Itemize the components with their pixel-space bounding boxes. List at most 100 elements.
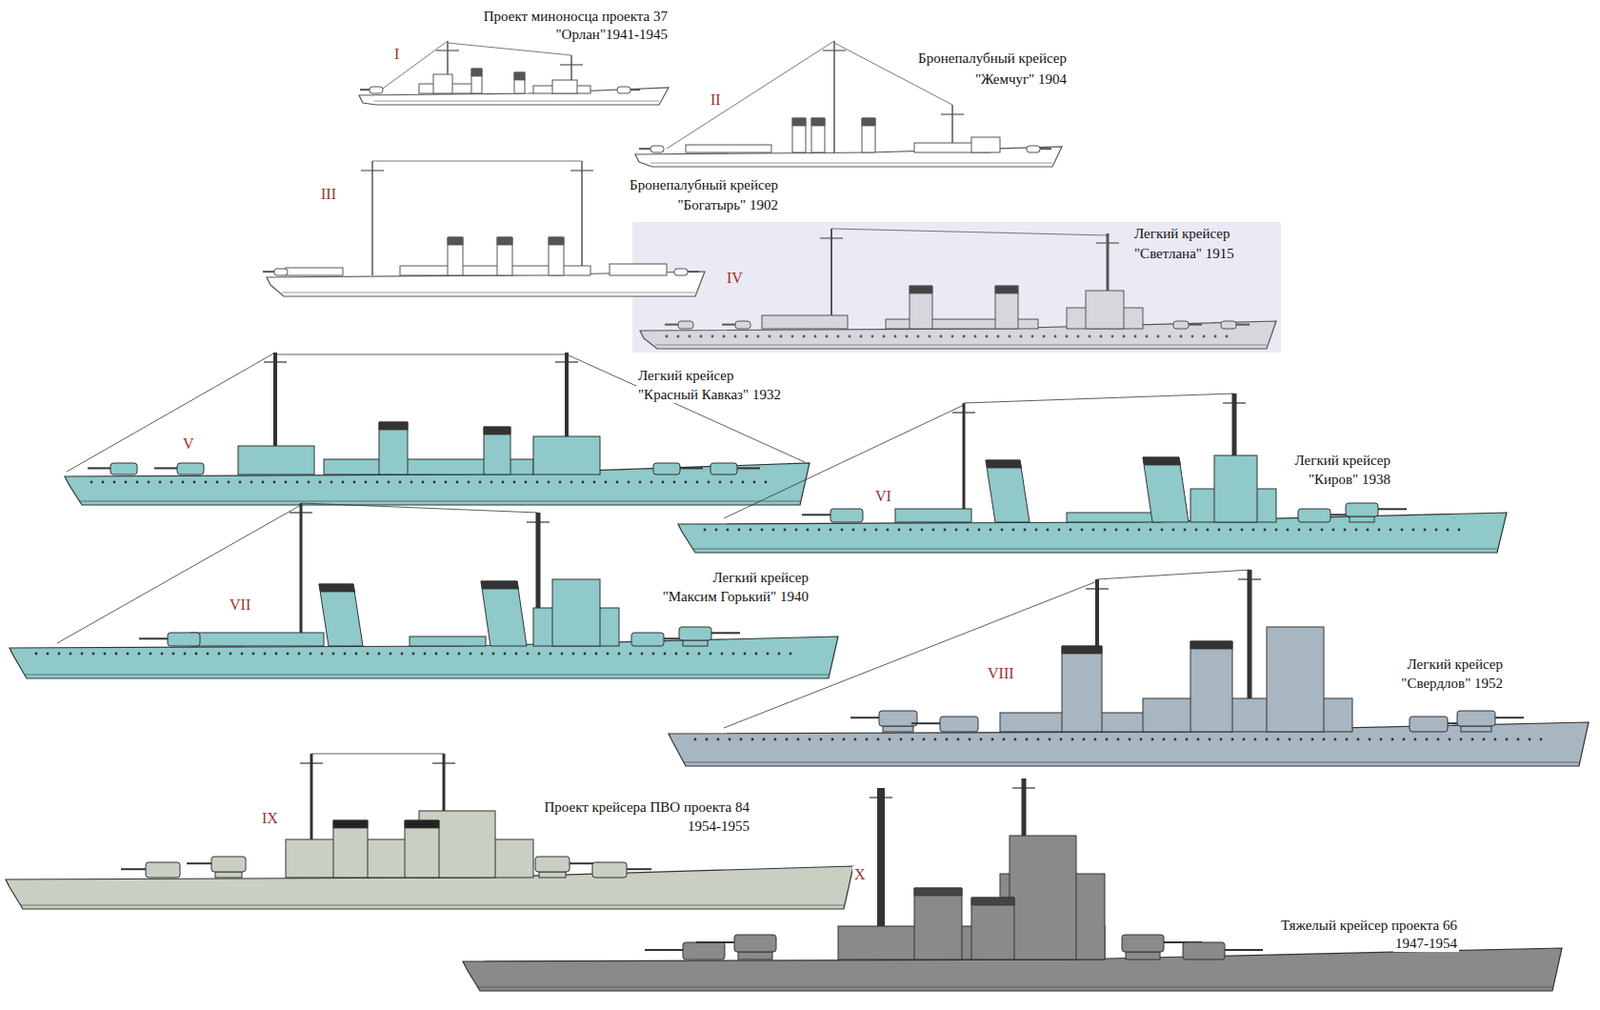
superstructure — [971, 137, 1000, 153]
porthole — [715, 528, 719, 532]
funnel-cap — [909, 285, 933, 294]
porthole — [755, 652, 759, 656]
porthole — [863, 528, 867, 532]
funnel-cap — [447, 237, 463, 245]
funnel — [792, 118, 806, 153]
porthole — [595, 652, 599, 656]
superstructure — [409, 636, 486, 646]
porthole — [1368, 738, 1372, 741]
porthole — [774, 738, 778, 741]
porthole — [101, 480, 105, 484]
superstructure — [1266, 626, 1324, 732]
gun-barrel — [1224, 948, 1263, 951]
mast — [371, 160, 374, 276]
porthole — [353, 480, 357, 484]
gun-turret — [653, 462, 680, 475]
gun-barrel — [186, 861, 212, 864]
superstructure — [433, 74, 453, 94]
porthole — [1046, 528, 1050, 532]
porthole — [814, 335, 818, 339]
porthole — [934, 738, 938, 741]
porthole — [1080, 528, 1084, 532]
porthole — [366, 652, 370, 656]
porthole — [1037, 738, 1040, 741]
gun-turret — [1026, 145, 1040, 153]
rigging-stay — [1097, 569, 1250, 580]
porthole — [820, 738, 823, 741]
gun-turret — [710, 462, 738, 475]
gun-turret — [1457, 710, 1496, 726]
ship-caption: "Красный Кавказ" 1932 — [636, 385, 783, 403]
porthole — [1149, 528, 1153, 532]
porthole — [250, 480, 254, 484]
waterline — [478, 986, 1553, 988]
porthole — [1391, 738, 1395, 741]
ship-caption: Бронепалубный крейсер — [627, 176, 780, 194]
porthole — [802, 335, 806, 339]
porthole — [1231, 738, 1235, 741]
porthole — [421, 480, 425, 484]
porthole — [989, 528, 993, 532]
mast-yard — [822, 49, 846, 51]
porthole — [583, 652, 587, 656]
gun-barrel — [626, 867, 652, 870]
superstructure — [1009, 835, 1077, 960]
funnel-cap — [1061, 645, 1102, 654]
porthole — [745, 335, 749, 339]
superstructure — [238, 445, 315, 475]
porthole — [640, 652, 644, 656]
ship-caption: Легкий крейсер — [711, 568, 811, 586]
gun-turret — [167, 632, 200, 646]
funnel-cap — [548, 237, 564, 245]
porthole — [240, 652, 244, 656]
superstructure — [1066, 512, 1162, 522]
gun-turret — [369, 86, 383, 94]
barbette — [539, 871, 566, 878]
porthole — [1077, 335, 1080, 339]
barbette — [215, 871, 242, 878]
porthole — [1035, 528, 1039, 532]
funnel — [480, 580, 527, 646]
porthole — [1471, 738, 1475, 741]
porthole — [206, 652, 210, 656]
mast-yard — [263, 360, 287, 362]
porthole — [686, 652, 690, 656]
porthole — [722, 335, 726, 339]
porthole — [1448, 738, 1452, 741]
ship-caption: 1954-1955 — [685, 817, 752, 835]
porthole — [1122, 335, 1126, 339]
porthole — [69, 652, 73, 656]
porthole — [1300, 738, 1303, 741]
funnel — [319, 583, 363, 646]
porthole — [593, 480, 597, 484]
porthole — [480, 652, 484, 656]
barbette — [1460, 725, 1492, 732]
porthole — [974, 335, 978, 339]
rigging-stay — [566, 354, 805, 462]
porthole — [252, 652, 256, 656]
funnel — [1061, 645, 1102, 732]
mast-yard — [1238, 578, 1261, 580]
porthole — [922, 738, 926, 741]
porthole — [840, 528, 844, 532]
porthole — [435, 652, 439, 656]
porthole — [943, 528, 947, 532]
porthole — [319, 480, 322, 484]
porthole — [1332, 528, 1336, 532]
porthole — [1191, 335, 1195, 339]
rigging-stay — [372, 160, 582, 162]
porthole — [871, 335, 875, 339]
porthole — [772, 528, 776, 532]
porthole — [1357, 738, 1360, 741]
callout-number: V — [180, 435, 197, 453]
gun-barrel — [911, 721, 940, 724]
porthole — [298, 652, 301, 656]
porthole — [1263, 528, 1267, 532]
porthole — [1138, 528, 1141, 532]
porthole — [1343, 528, 1347, 532]
porthole — [444, 480, 448, 484]
hull — [9, 636, 839, 679]
porthole — [1023, 528, 1027, 532]
porthole — [320, 652, 324, 656]
porthole — [103, 652, 107, 656]
